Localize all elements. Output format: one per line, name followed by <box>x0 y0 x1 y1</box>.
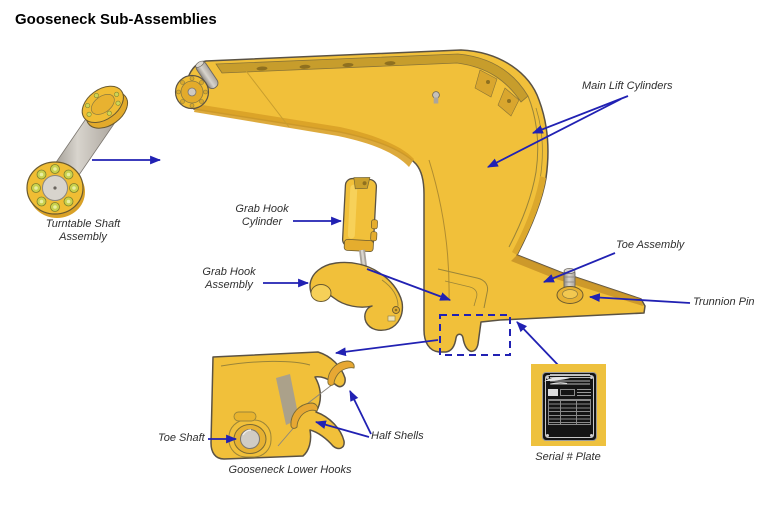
arrow-grab-hook-mount <box>366 268 452 301</box>
label-grab-hook-cylinder: Grab Hook Cylinder <box>214 203 310 229</box>
manufacturer-logo <box>544 377 570 385</box>
grab-hook-assembly-illustration <box>309 249 404 331</box>
lower-hooks-illustration <box>210 351 355 460</box>
caption-serial-plate: Serial # Plate <box>535 451 601 463</box>
label-line: Grab Hook <box>235 203 289 215</box>
label-grab-hook-assembly: Grab Hook Assembly <box>181 266 277 292</box>
arrow-toe-assembly <box>542 252 616 283</box>
arrow-main-lift-cylinders-2 <box>487 98 622 168</box>
arrow-serial-plate <box>516 321 560 367</box>
arrow-main-lift-cylinders-1 <box>531 95 629 134</box>
beam-top-channel <box>215 53 529 103</box>
callout-arrows <box>92 95 691 444</box>
arrow-trunnion-pin <box>588 293 691 304</box>
serial-plate <box>542 372 597 441</box>
serial-plate-photo <box>531 364 606 446</box>
plate-serial-row <box>548 389 591 396</box>
label-half-shells: Half Shells <box>371 430 424 442</box>
label-line: Assembly <box>205 279 253 291</box>
label-line: Turntable Shaft <box>45 218 121 230</box>
label-main-lift-cylinders: Main Lift Cylinders <box>582 80 673 92</box>
gooseneck-illustration <box>174 49 646 353</box>
arrow-half-shell-lower <box>314 420 370 438</box>
half-shell-upper <box>327 360 355 386</box>
arrow-detail-box-to-hooks <box>334 339 439 357</box>
label-turntable-shaft-assembly: Turntable Shaft Assembly <box>18 218 148 244</box>
caption-gooseneck-lower-hooks: Gooseneck Lower Hooks <box>228 464 352 476</box>
pivot-hub <box>174 60 219 110</box>
label-toe-assembly: Toe Assembly <box>616 239 685 251</box>
arrow-half-shell-upper <box>349 390 372 435</box>
label-line: Cylinder <box>241 216 283 228</box>
grab-hook-cylinder-illustration <box>341 177 378 252</box>
label-line: Grab Hook <box>202 266 256 278</box>
serial-plate-border <box>545 375 594 438</box>
label-toe-shaft: Toe Shaft <box>158 432 205 444</box>
detail-dashed-box <box>439 314 511 356</box>
half-shell-lower <box>290 402 319 429</box>
page-title: Gooseneck Sub-Assemblies <box>15 11 217 28</box>
label-line: Assembly <box>59 231 107 243</box>
label-trunnion-pin: Trunnion Pin <box>693 296 755 308</box>
plate-spec-grid <box>548 399 591 425</box>
toe-shaft-part <box>240 429 260 449</box>
grease-fitting <box>432 91 440 99</box>
turntable-shaft-illustration <box>26 85 129 218</box>
